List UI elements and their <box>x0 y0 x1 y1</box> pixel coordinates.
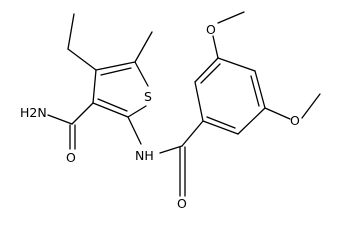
bond-b1-b2 <box>194 81 204 122</box>
bond-o-top-ch3 <box>217 11 245 24</box>
bond-c2-c3 <box>92 102 129 118</box>
bond-b4-b5 <box>254 70 266 109</box>
bond-c4-c5-inner <box>100 67 132 76</box>
atom-methoxy-top-oxygen: O <box>206 22 216 37</box>
bond-s1-c2 <box>127 105 147 118</box>
molecule-canvas: S H2N O NH O O O <box>20 11 321 211</box>
bond-c2-c3-inner <box>97 98 128 112</box>
bond-b3-b4 <box>217 57 256 72</box>
bond-b3-o-top <box>212 35 219 59</box>
bond-ch2-ch3 <box>67 13 75 50</box>
bond-c4-ch2 <box>67 48 97 71</box>
atom-amide-oxygen: O <box>66 150 76 165</box>
bond-c3-amide-c <box>71 102 94 125</box>
bond-b2-b3-inner <box>200 63 221 84</box>
bond-b4-b5-inner <box>250 75 260 107</box>
bond-o-right-ch3 <box>301 93 321 119</box>
bond-c2-nh <box>127 116 142 145</box>
atom-amide-nh2: H2N <box>20 105 47 120</box>
bond-b2-b3 <box>194 57 219 83</box>
bond-carbonyl-ring <box>181 120 204 147</box>
atom-carbonyl-oxygen: O <box>177 196 187 211</box>
bond-c5-methyl <box>134 31 153 63</box>
bond-b6-b1-inner <box>206 116 236 129</box>
bond-b6-b1 <box>202 120 239 135</box>
bond-c3-c4 <box>92 69 97 104</box>
bond-amide-c-n <box>47 114 73 125</box>
structure-diagram: S H2N O NH O O O <box>20 11 321 211</box>
atom-sulfur: S <box>144 89 152 104</box>
bond-b5-o-right <box>264 107 291 120</box>
atom-methoxy-right-oxygen: O <box>290 113 300 128</box>
bond-b5-b6 <box>237 107 266 135</box>
bond-c5-s1 <box>134 61 149 87</box>
bond-nh-carbonyl <box>159 145 183 154</box>
bond-c4-c5 <box>95 61 136 71</box>
atom-nh: NH <box>135 148 154 163</box>
